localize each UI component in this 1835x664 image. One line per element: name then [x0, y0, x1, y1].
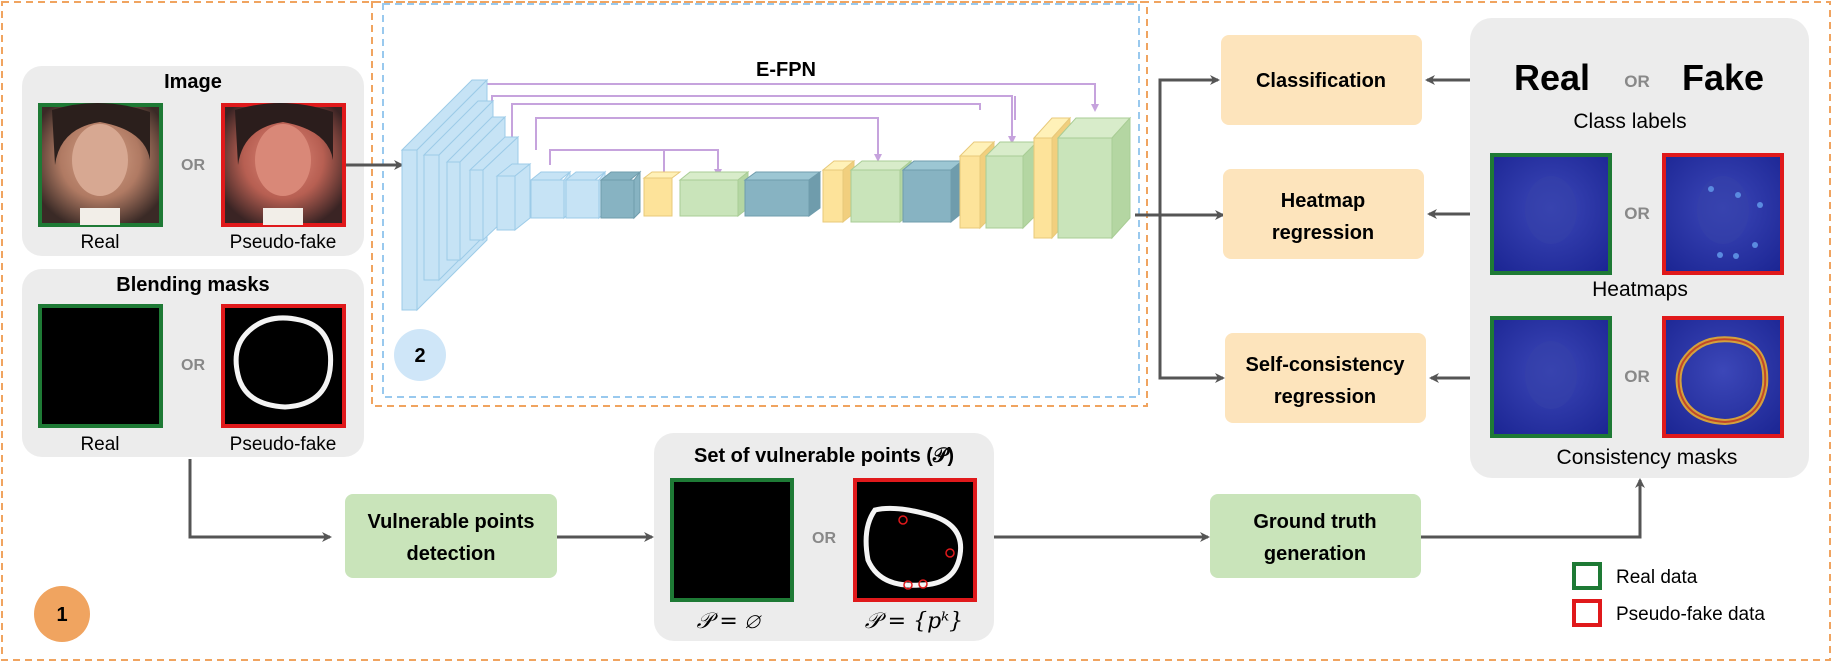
efpn-network: E-FPN	[400, 59, 1132, 312]
blend-real-caption: Real	[80, 434, 119, 455]
blend-fake-caption: Pseudo-fake	[230, 434, 337, 455]
consistency-label-line2: regression	[1274, 386, 1376, 408]
gt-to-targets-arrow	[1421, 478, 1645, 539]
consistency-label-line1: Self-consistency	[1246, 354, 1406, 376]
efpn-label: E-FPN	[756, 59, 816, 81]
or-label: OR	[1624, 367, 1650, 386]
stage-badge-number: 1	[56, 604, 67, 626]
ground-truth-generation	[1210, 494, 1421, 578]
real-blend-mask	[38, 304, 163, 428]
or-label: OR	[181, 157, 205, 174]
vulnerable-points-detection	[345, 494, 557, 578]
network-inner-border	[382, 3, 1140, 398]
classification-label: Classification	[1256, 70, 1386, 92]
ground-truth-line2: generation	[1264, 543, 1366, 565]
masks-to-detection-arrow	[188, 459, 332, 542]
image-fake-caption: Pseudo-fake	[230, 232, 337, 253]
heatmaps-caption: Heatmaps	[1592, 278, 1688, 301]
legend-real-label: Real data	[1616, 567, 1698, 588]
heatmap-label-line2: regression	[1272, 222, 1374, 244]
network-outer-border	[371, 1, 1148, 407]
fake-class-label: Fake	[1682, 57, 1764, 98]
blending-masks-title: Blending masks	[116, 274, 269, 296]
fake-consistency-mask	[1662, 316, 1784, 438]
stage-badge	[34, 586, 90, 642]
ground-truth-line1: Ground truth	[1253, 511, 1376, 533]
or-label: OR	[1624, 204, 1650, 223]
empty-points-mask	[670, 478, 794, 602]
empty-set-formula: 𝒫 = ∅	[697, 609, 762, 634]
or-label: OR	[812, 530, 836, 547]
vulnerable-detection-line2: detection	[407, 543, 496, 565]
legend-fake-swatch	[1572, 599, 1602, 627]
pseudo-fake-blend-mask	[221, 304, 346, 428]
vulnerable-detection-line1: Vulnerable points	[367, 511, 534, 533]
real-consistency-mask	[1490, 316, 1612, 438]
consistency-head	[1225, 333, 1426, 423]
real-heatmap	[1490, 153, 1612, 275]
pseudo-fake-face-image	[221, 102, 346, 227]
image-real-caption: Real	[80, 232, 119, 253]
class-labels-caption: Class labels	[1573, 110, 1686, 133]
classification-head	[1221, 35, 1422, 125]
points-set-formula: 𝒫 = {pᵏ}	[865, 609, 963, 634]
legend-fake-label: Pseudo-fake data	[1616, 604, 1765, 625]
vulnerable-points-title: Set of vulnerable points (𝒫)	[694, 445, 954, 467]
network-badge-number: 2	[414, 345, 425, 367]
points-mask	[853, 478, 977, 602]
real-class-label: Real	[1514, 57, 1590, 98]
legend-real-swatch	[1572, 562, 1602, 590]
fake-heatmap	[1662, 153, 1784, 275]
image-panel-title: Image	[164, 71, 222, 93]
consistency-masks-caption: Consistency masks	[1557, 446, 1738, 469]
heatmap-head	[1223, 169, 1424, 259]
or-label: OR	[1624, 72, 1650, 91]
real-face-image	[38, 102, 163, 227]
or-label: OR	[181, 357, 205, 374]
network-badge	[394, 329, 446, 381]
heatmap-label-line1: Heatmap	[1281, 190, 1365, 212]
